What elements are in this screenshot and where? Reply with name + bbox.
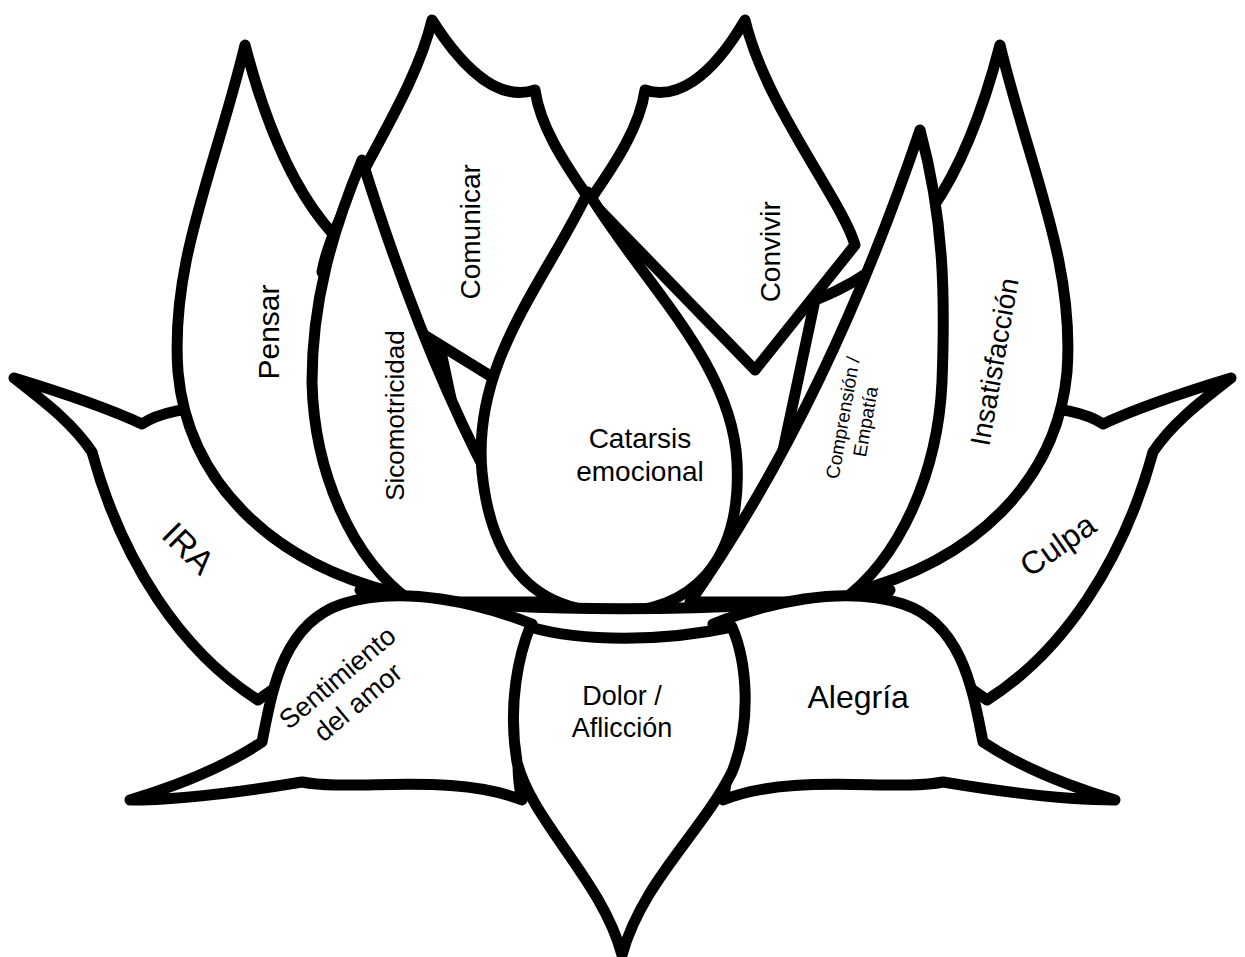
lotus-petal: Dolor / Aflicción [552,680,692,745]
petal-label: Pensar [250,284,286,379]
petal-label: Alegría [808,678,909,716]
petal-outline [713,596,1115,800]
petal-outline [481,192,737,612]
petal-outline [513,627,745,955]
petal-label: Sicomotricidad [379,330,410,501]
lotus-petal: Pensar [250,284,286,379]
petal-label: Dolor / Aflicción [552,680,692,745]
petal-label: Convivir [753,201,787,302]
petal-outline [130,596,532,800]
lotus-petal: Alegría [808,678,909,716]
lotus-petal: Convivir [753,201,787,302]
lotus-petal: Comunicar [453,164,487,299]
petal-label: Comunicar [453,164,487,299]
lotus-petal: Sicomotricidad [379,330,410,501]
petal-label: Catarsis emocional [553,422,728,489]
lotus-petal: Catarsis emocional [553,422,728,489]
